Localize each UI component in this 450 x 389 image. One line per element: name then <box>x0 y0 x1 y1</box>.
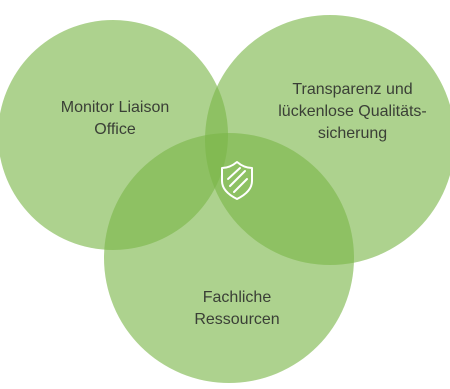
label-line: sicherung <box>317 125 388 142</box>
label-line: Ressourcen <box>194 311 280 328</box>
label-line: Monitor Liaison <box>60 99 170 116</box>
label-line: Transparenz und <box>292 81 413 98</box>
label-line: lückenlose Qualitäts- <box>278 103 427 120</box>
label-line: Office <box>94 121 136 138</box>
shield-icon <box>221 161 253 200</box>
circle-fachliche-ressourcen <box>104 133 354 383</box>
label-monitor-liaison-office: Monitor Liaison Office <box>20 97 210 141</box>
label-line: Fachliche <box>202 289 272 306</box>
label-fachliche-ressourcen: Fachliche Ressourcen <box>150 287 324 331</box>
label-transparenz-qualitaetssicherung: Transparenz und lückenlose Qualitäts- si… <box>255 79 450 145</box>
